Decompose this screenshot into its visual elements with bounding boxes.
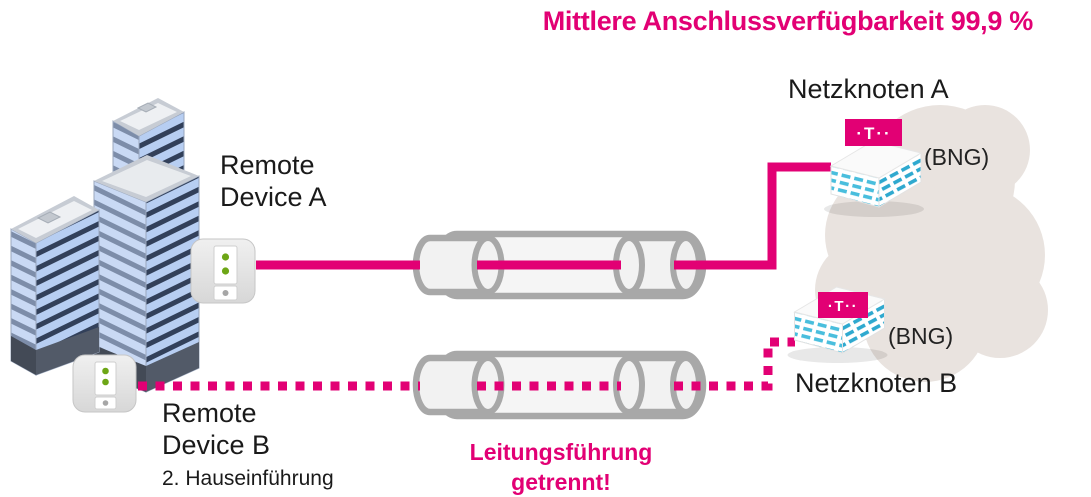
office-buildings-icon: [10, 98, 200, 393]
conduit-b-icon: [416, 354, 703, 416]
netzknoten-b-label: Netzknoten B: [795, 368, 958, 398]
telekom-flag-b: ·T··: [818, 292, 868, 318]
fiber-route-a-line: [256, 162, 831, 270]
telekom-logo-text-b: ·T··: [828, 298, 858, 315]
telekom-flag-a: ·T··: [845, 119, 902, 146]
bng-server-a-icon: [823, 140, 925, 218]
routing-separated-note: Leitungsführung getrennt!: [469, 439, 653, 496]
netzknoten-a-label: Netzknoten A: [788, 74, 949, 104]
remote-device-a-label: Remote Device A: [220, 150, 327, 212]
bng-a-label: (BNG): [924, 144, 990, 170]
bng-b-label: (BNG): [888, 323, 954, 349]
remote-device-b-label: Remote Device B: [162, 398, 271, 460]
page-title: Mittlere Anschlussverfügbarkeit 99,9 %: [542, 6, 1034, 36]
telekom-logo-text-a: ·T··: [856, 124, 891, 143]
remote-device-a-icon: [190, 238, 256, 304]
remote-device-b-icon: [72, 354, 137, 413]
remote-device-b-note: 2. Hauseinführung: [162, 467, 334, 490]
fiber-route-b-dashed-line: [138, 337, 795, 391]
